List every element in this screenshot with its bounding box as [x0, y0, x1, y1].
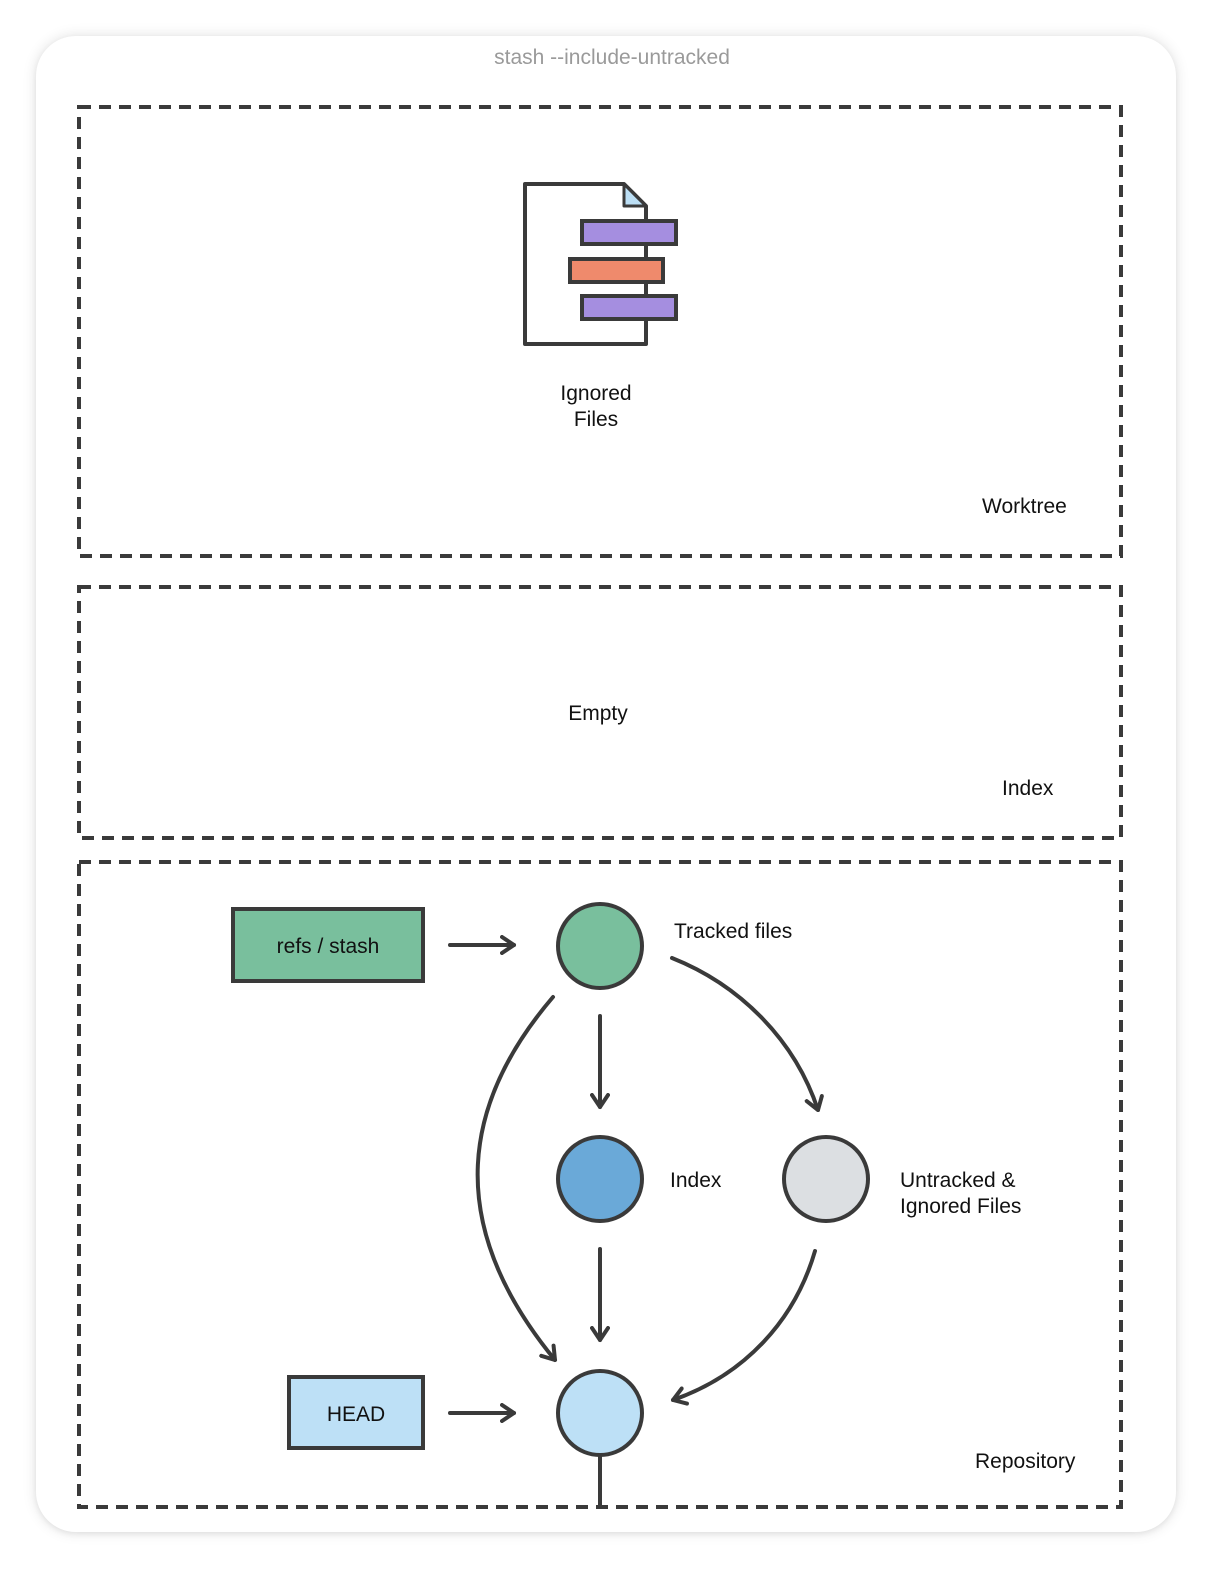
repository-label: Repository	[975, 1450, 1076, 1473]
index-empty-label: Empty	[568, 702, 628, 725]
head-box	[287, 1375, 425, 1450]
diagram-title: stash --include-untracked	[494, 46, 730, 69]
worktree-section	[77, 105, 1123, 558]
untracked-files-label: Untracked & Ignored Files	[900, 1169, 1022, 1218]
worktree-label: Worktree	[982, 495, 1067, 518]
index-node	[556, 1135, 644, 1223]
arrow-icon	[670, 956, 824, 1112]
arrow-icon	[671, 1249, 817, 1406]
refs-stash-label: refs / stash	[276, 935, 380, 958]
index-node-label: Index	[670, 1169, 722, 1192]
head-node	[556, 1369, 644, 1457]
untracked-files-node	[782, 1135, 870, 1223]
tracked-files-node	[556, 902, 644, 990]
document-icon	[523, 182, 678, 346]
arrow-icon	[475, 995, 557, 1362]
ignored-files-label: Ignored Files	[560, 382, 632, 431]
head-label: HEAD	[326, 1403, 386, 1426]
refs-stash-box	[231, 907, 425, 983]
index-section	[77, 585, 1123, 840]
index-section-label: Index	[1002, 777, 1054, 800]
tracked-files-label: Tracked files	[674, 920, 793, 943]
